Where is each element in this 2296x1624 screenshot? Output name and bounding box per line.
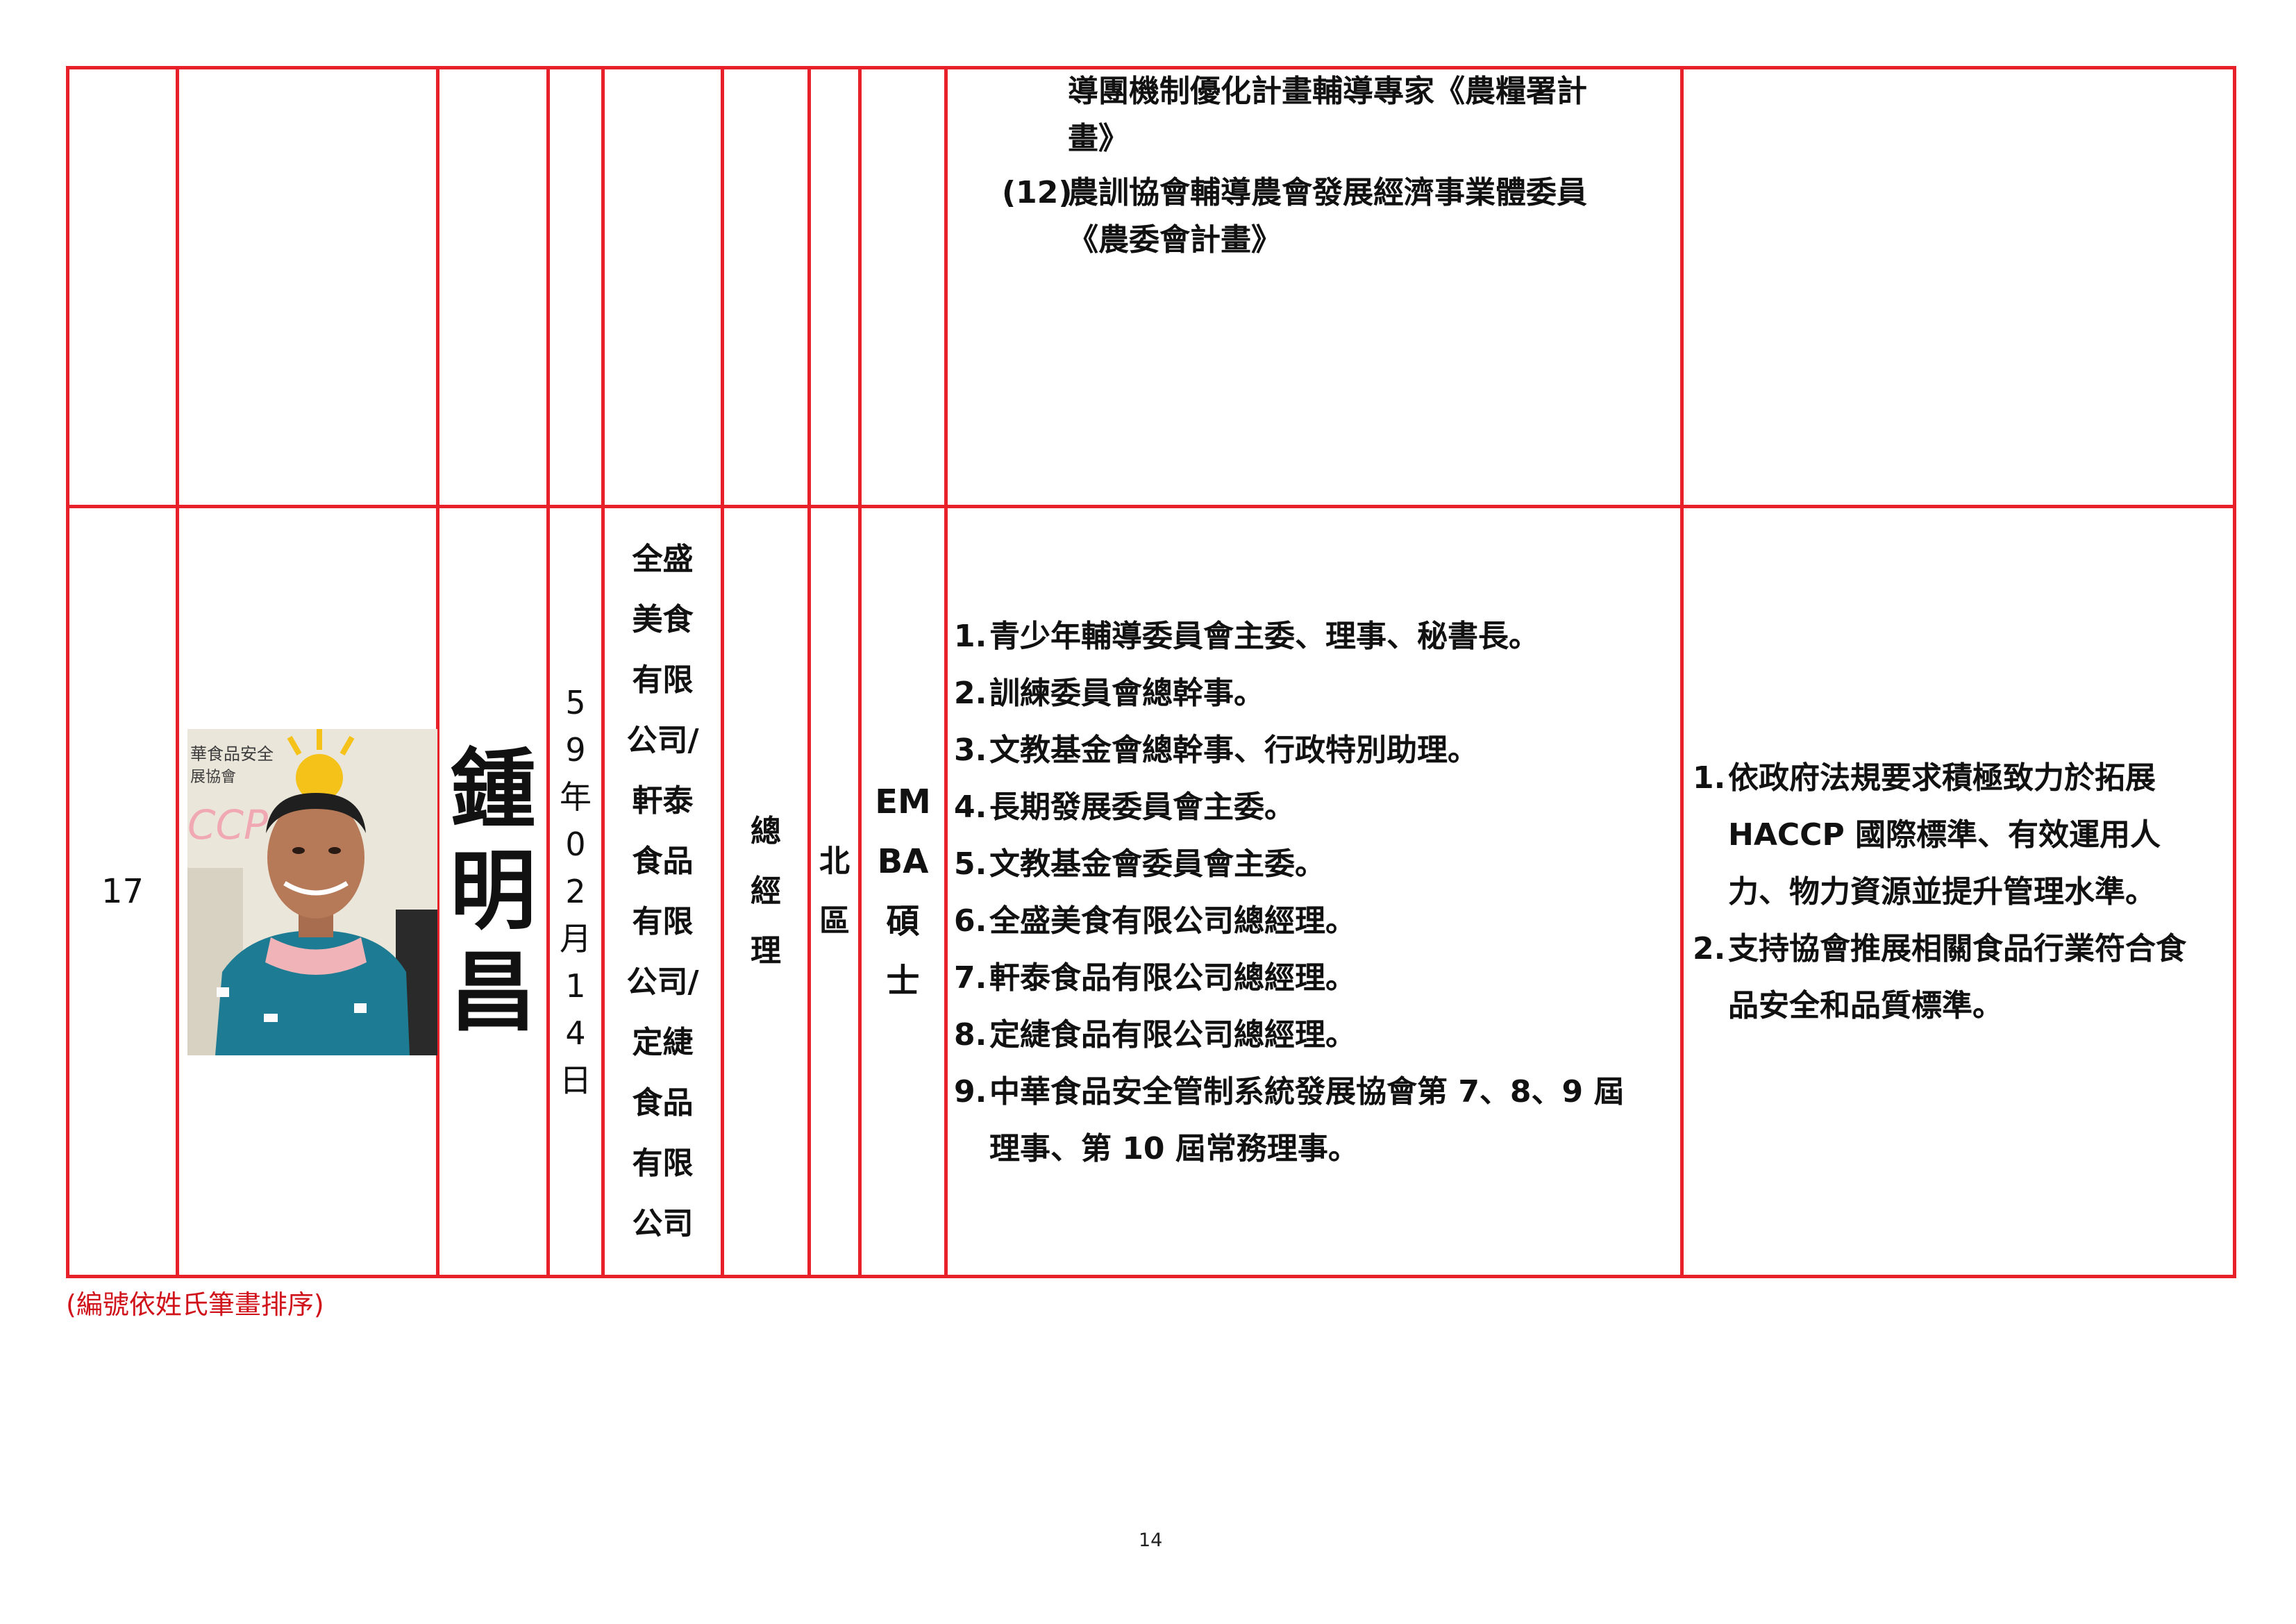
list-item: 2.訓練委員會總幹事。 xyxy=(954,676,1264,711)
list-item: 4.長期發展委員會主委。 xyxy=(954,789,1295,825)
member-title: 總 經 理 xyxy=(751,814,781,969)
table-col-line xyxy=(176,66,179,1278)
list-item: 2.支持協會推展相關食品行業符合食品安全和品質標準。 xyxy=(1693,931,2186,1023)
member-education: EM BA 碩 士 xyxy=(875,782,931,1001)
page-number: 14 xyxy=(1139,1530,1163,1551)
svg-text:CCP: CCP xyxy=(187,801,268,848)
table-row-divider xyxy=(66,505,2236,508)
table-col-line xyxy=(944,66,948,1278)
continuation-text: 導團機制優化計畫輔導專家《農糧署計 畫》 xyxy=(1068,74,1587,156)
list-item: 9.中華食品安全管制系統發展協會第 7、8、9 屆理事、第 10 屆常務理事。 xyxy=(954,1074,1625,1166)
table-col-line xyxy=(721,66,724,1278)
member-number: 17 xyxy=(101,872,144,911)
svg-text:展協會: 展協會 xyxy=(190,769,236,786)
experience-item-12: (12) 農訓協會輔導農會發展經濟事業體委員 《農委會計畫》 xyxy=(1002,175,1587,258)
list-item: 8.定緁食品有限公司總經理。 xyxy=(954,1017,1356,1053)
table-col-line xyxy=(601,66,605,1278)
table-col-line xyxy=(546,66,550,1278)
table-col-line xyxy=(858,66,862,1278)
list-item: 7.軒泰食品有限公司總經理。 xyxy=(954,960,1356,996)
member-region: 北 區 xyxy=(819,844,850,939)
list-item: 5.文教基金會委員會主委。 xyxy=(954,846,1325,882)
list-item: 1.青少年輔導委員會主委、理事、秘書長。 xyxy=(954,619,1539,654)
member-company: 全盛 美食 有限 公司/ 軒泰 食品 有限 公司/ 定緁 食品 有限 公司 xyxy=(626,542,699,1241)
footnote: (編號依姓氏筆畫排序) xyxy=(66,1289,324,1320)
member-experience-list: 1.青少年輔導委員會主委、理事、秘書長。 2.訓練委員會總幹事。 3.文教基金會… xyxy=(954,608,1624,1178)
table-border-bottom xyxy=(66,1275,2236,1278)
table-border-top xyxy=(66,66,2236,69)
member-photo: 華食品安全 展協會 CCP xyxy=(187,729,437,1055)
svg-text:華食品安全: 華食品安全 xyxy=(190,744,274,764)
member-name: 鍾 明 昌 xyxy=(449,740,536,1043)
table-border-right xyxy=(2233,66,2236,1278)
list-item: 3.文教基金會總幹事、行政特別助理。 xyxy=(954,733,1478,768)
table-col-line xyxy=(436,66,439,1278)
table-col-line xyxy=(1680,66,1684,1278)
table-col-line xyxy=(66,66,69,1278)
table-col-line xyxy=(807,66,811,1278)
member-birth-date: 5 9 年 0 2 月 1 4 日 xyxy=(560,684,592,1099)
list-item: 6.全盛美食有限公司總經理。 xyxy=(954,903,1356,939)
